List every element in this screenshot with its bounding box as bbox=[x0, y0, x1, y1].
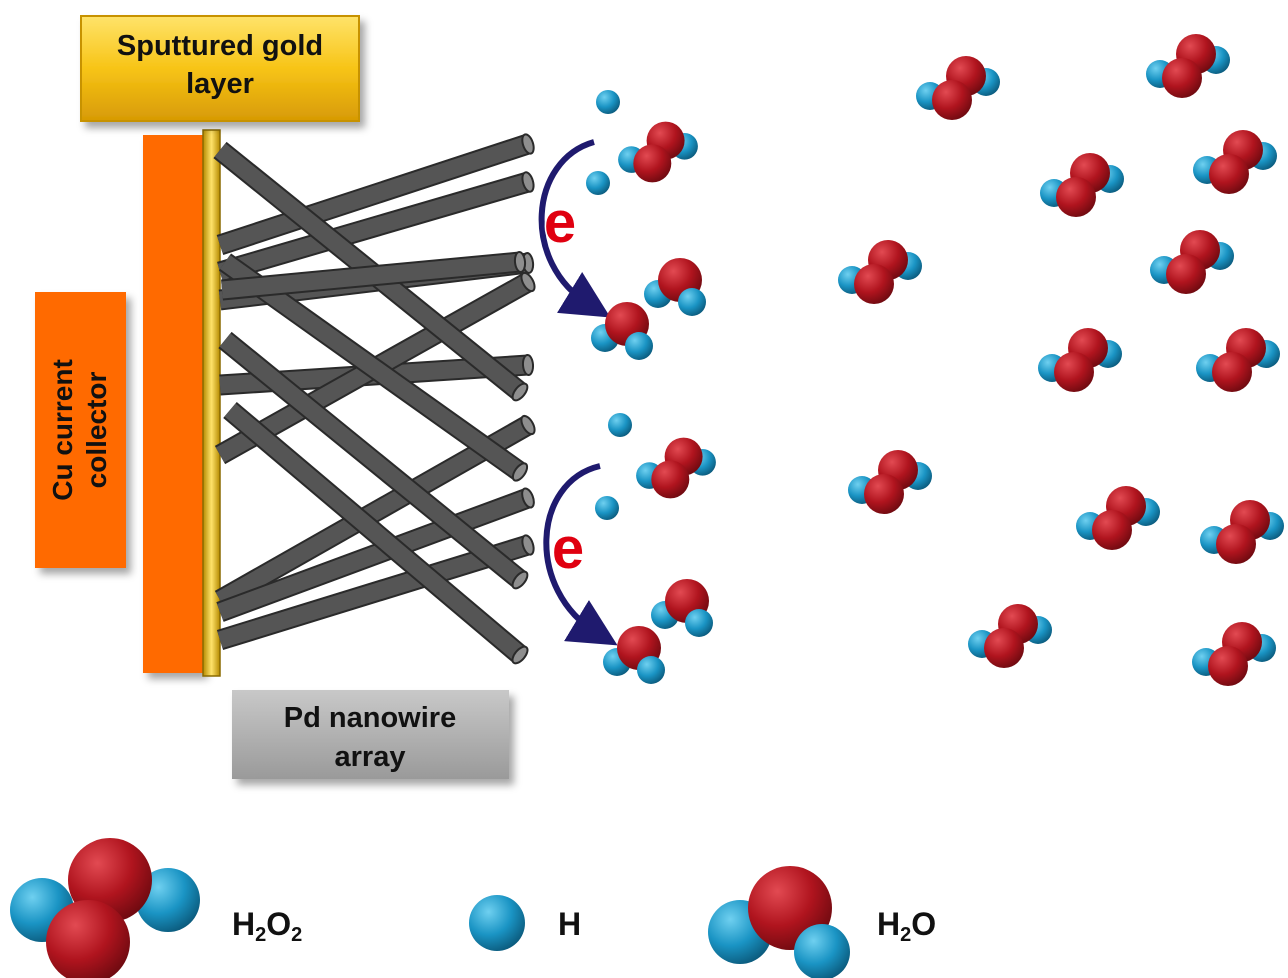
legend-label-h: H bbox=[558, 906, 582, 942]
h2o2-molecule bbox=[916, 56, 1000, 120]
h2o2-molecule bbox=[1038, 328, 1122, 392]
nanowire bbox=[223, 401, 529, 665]
h2o2-molecule bbox=[1150, 230, 1234, 294]
h-atom bbox=[608, 413, 632, 437]
h2o2-molecule bbox=[1040, 153, 1124, 217]
h2o2-molecule bbox=[968, 604, 1052, 668]
pd-nanowires bbox=[213, 133, 536, 665]
electron-arrow-top bbox=[538, 139, 611, 318]
h2o2-molecule bbox=[1200, 500, 1284, 564]
gold-layer-strip bbox=[202, 129, 221, 677]
legend-glyphs bbox=[10, 838, 850, 978]
nanowire bbox=[216, 534, 535, 651]
h2o2-molecule bbox=[1076, 486, 1160, 550]
h2o2-molecule bbox=[618, 121, 698, 183]
cu-current-collector: Cu current collector bbox=[35, 292, 126, 568]
h2o2-molecule bbox=[1196, 328, 1280, 392]
h2o-molecule bbox=[591, 302, 653, 360]
gold-label-line2: layer bbox=[186, 68, 254, 100]
legend-h-glyph bbox=[469, 895, 525, 951]
electron-transfer-top: e bbox=[538, 139, 611, 318]
pd-label-line2: array bbox=[335, 741, 406, 773]
h2o2-molecule bbox=[636, 437, 716, 499]
h2o-molecule bbox=[644, 258, 706, 316]
legend-label-h2o2: H2O2 bbox=[232, 906, 303, 946]
electron-label-bottom: e bbox=[552, 516, 584, 581]
legend-h2o-glyph bbox=[708, 866, 850, 978]
h2o-molecule bbox=[603, 626, 665, 684]
legend-h2o2-glyph bbox=[10, 838, 200, 978]
nanowire bbox=[218, 331, 529, 590]
pd-nanowire-label-box: Pd nanowire array bbox=[232, 690, 509, 779]
electron-transfer-bottom: e bbox=[543, 463, 618, 646]
h2o2-molecule bbox=[1146, 34, 1230, 98]
h2o2-molecule bbox=[1192, 622, 1276, 686]
nanowire bbox=[216, 487, 535, 622]
molecules bbox=[586, 34, 1284, 686]
nanowire bbox=[221, 251, 527, 301]
pd-label-line1: Pd nanowire bbox=[284, 702, 456, 734]
h-atom bbox=[595, 496, 619, 520]
nanowire bbox=[214, 414, 536, 610]
cu-label-line2: collector bbox=[81, 372, 112, 489]
legend-label-h2o: H2O bbox=[877, 906, 937, 946]
nanowire bbox=[216, 133, 535, 255]
electrode-slab bbox=[143, 135, 203, 673]
h2o2-molecule bbox=[1193, 130, 1277, 194]
h2o2-molecule bbox=[838, 240, 922, 304]
h2o2-molecule bbox=[848, 450, 932, 514]
nanowire bbox=[218, 253, 529, 482]
h-atom bbox=[586, 171, 610, 195]
h-atom bbox=[596, 90, 620, 114]
electron-arrow-bottom bbox=[543, 463, 618, 646]
electron-label-top: e bbox=[544, 190, 576, 255]
cu-label-line1: Cu current bbox=[47, 359, 78, 501]
h2o-molecule bbox=[651, 579, 713, 637]
gold-label-line1: Sputtured gold bbox=[117, 30, 323, 62]
nanowire bbox=[217, 171, 535, 283]
gold-layer-label-box: Sputtured gold layer bbox=[80, 15, 360, 122]
